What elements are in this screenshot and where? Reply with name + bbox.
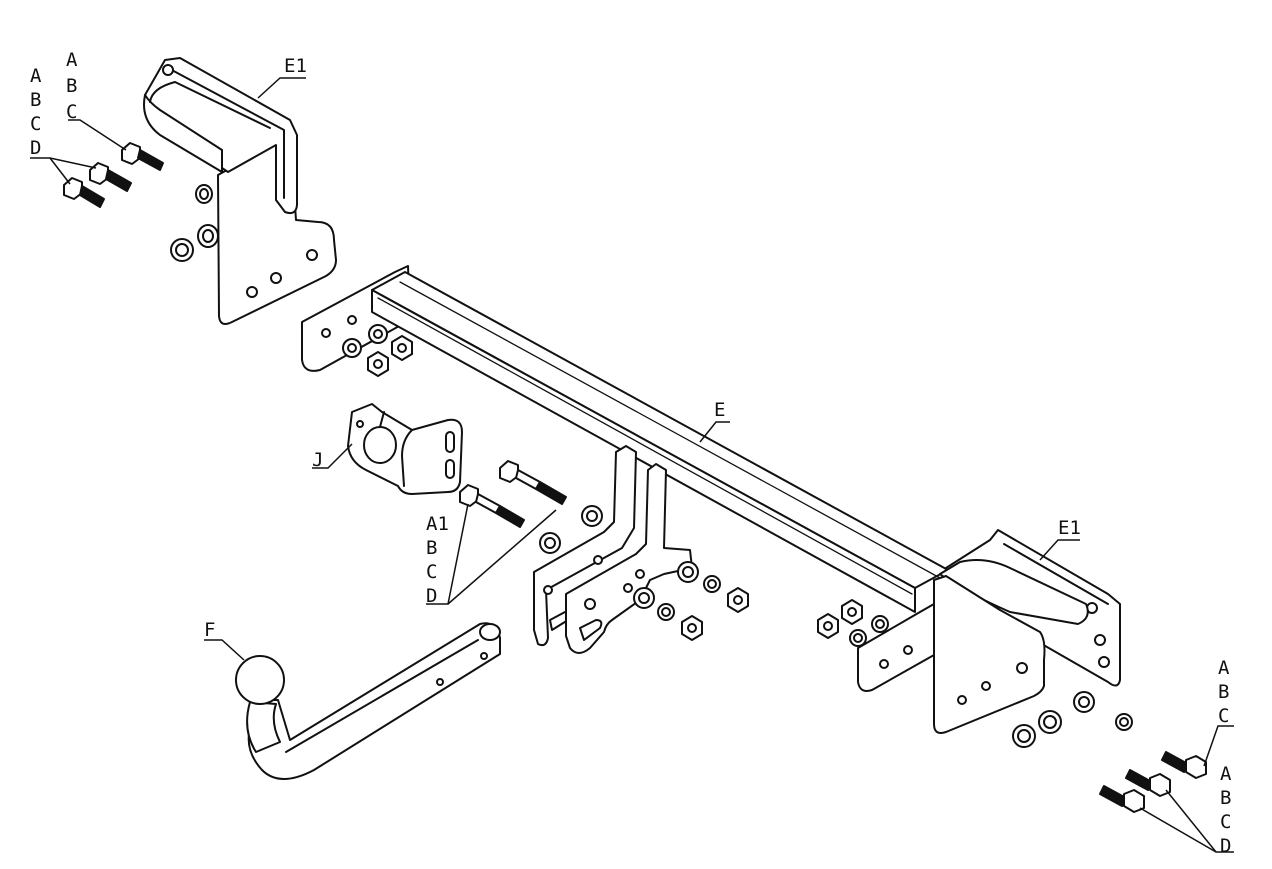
- washer-set-left: [170, 184, 219, 262]
- label-tl2-0: A: [30, 65, 42, 87]
- label-group-top-left-2: A B C D: [30, 65, 42, 159]
- cross-beam-e: [301, 265, 949, 692]
- nut-set-right-beam: [817, 599, 889, 647]
- label-e1-right: E1: [1058, 517, 1081, 539]
- label-tl1-1: B: [66, 75, 77, 97]
- bracket-e1-right: [933, 529, 1121, 734]
- label-j: J: [312, 449, 323, 471]
- label-group-top-left-1: A B C: [66, 49, 78, 123]
- label-br2-3: D: [1220, 835, 1231, 857]
- label-mid-3: D: [426, 585, 437, 607]
- label-br2-2: C: [1220, 811, 1231, 833]
- label-tl2-3: D: [30, 137, 41, 159]
- label-br1-2: C: [1218, 705, 1229, 727]
- label-br1-1: B: [1218, 681, 1229, 703]
- socket-bracket-j: [347, 403, 463, 495]
- label-mid-2: C: [426, 561, 437, 583]
- label-tl2-2: C: [30, 113, 41, 135]
- label-mid-0: A1: [426, 513, 449, 535]
- label-e-beam: E: [714, 399, 725, 421]
- nut-set-left-beam: [342, 324, 413, 377]
- center-mount-brackets: [533, 445, 693, 654]
- label-tl2-1: B: [30, 89, 41, 111]
- label-br2-0: A: [1220, 763, 1232, 785]
- label-group-bottom-right-2: A B C D: [1220, 763, 1232, 857]
- label-tl1-2: C: [66, 101, 77, 123]
- bolt-set-bottom-right: [1099, 751, 1207, 813]
- label-br1-0: A: [1218, 657, 1230, 679]
- label-tl1-0: A: [66, 49, 78, 71]
- tow-ball-f: [235, 622, 501, 780]
- bolt-set-a1: [459, 460, 567, 528]
- label-mid-1: B: [426, 537, 437, 559]
- label-e1-top: E1: [284, 55, 307, 77]
- washer-set-right: [1012, 691, 1133, 748]
- label-br2-1: B: [1220, 787, 1231, 809]
- label-f: F: [204, 619, 215, 641]
- label-group-bottom-right-1: A B C: [1218, 657, 1230, 727]
- bolt-set-top-left: [63, 142, 164, 208]
- label-group-a1: A1 B C D: [426, 513, 449, 607]
- bracket-e1-left: [143, 57, 337, 325]
- fastener-set-center: [539, 505, 749, 641]
